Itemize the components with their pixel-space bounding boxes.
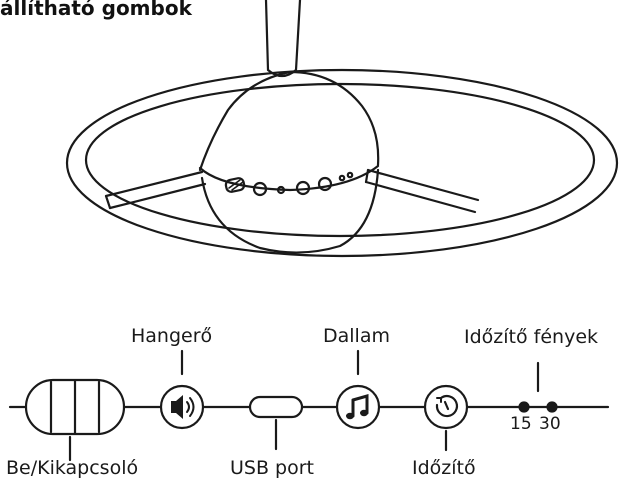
label-melody: Dallam (323, 325, 390, 347)
timer-value-30: 30 (539, 414, 561, 434)
diagram-title: állítható gombok (0, 0, 192, 20)
timer-icon (435, 395, 458, 418)
label-timer-lights: Időzítő fények (464, 326, 599, 348)
power-switch (24, 378, 126, 436)
timer-button (423, 384, 469, 430)
usb-port (248, 395, 304, 419)
music-note-icon (346, 394, 369, 420)
timer-light-15 (518, 401, 530, 413)
label-timer: Időzítő (412, 457, 476, 479)
timer-light-30 (546, 401, 558, 413)
volume-button (159, 384, 205, 430)
control-strip (8, 349, 610, 462)
label-volume: Hangerő (131, 325, 213, 347)
speaker-icon (171, 395, 195, 419)
base-controls (224, 171, 354, 197)
timer-value-15: 15 (510, 414, 532, 434)
melody-button (335, 384, 381, 430)
label-usb-port: USB port (230, 457, 314, 479)
label-power-switch: Be/Kikapcsoló (6, 457, 139, 479)
lamp-illustration (65, 0, 619, 258)
